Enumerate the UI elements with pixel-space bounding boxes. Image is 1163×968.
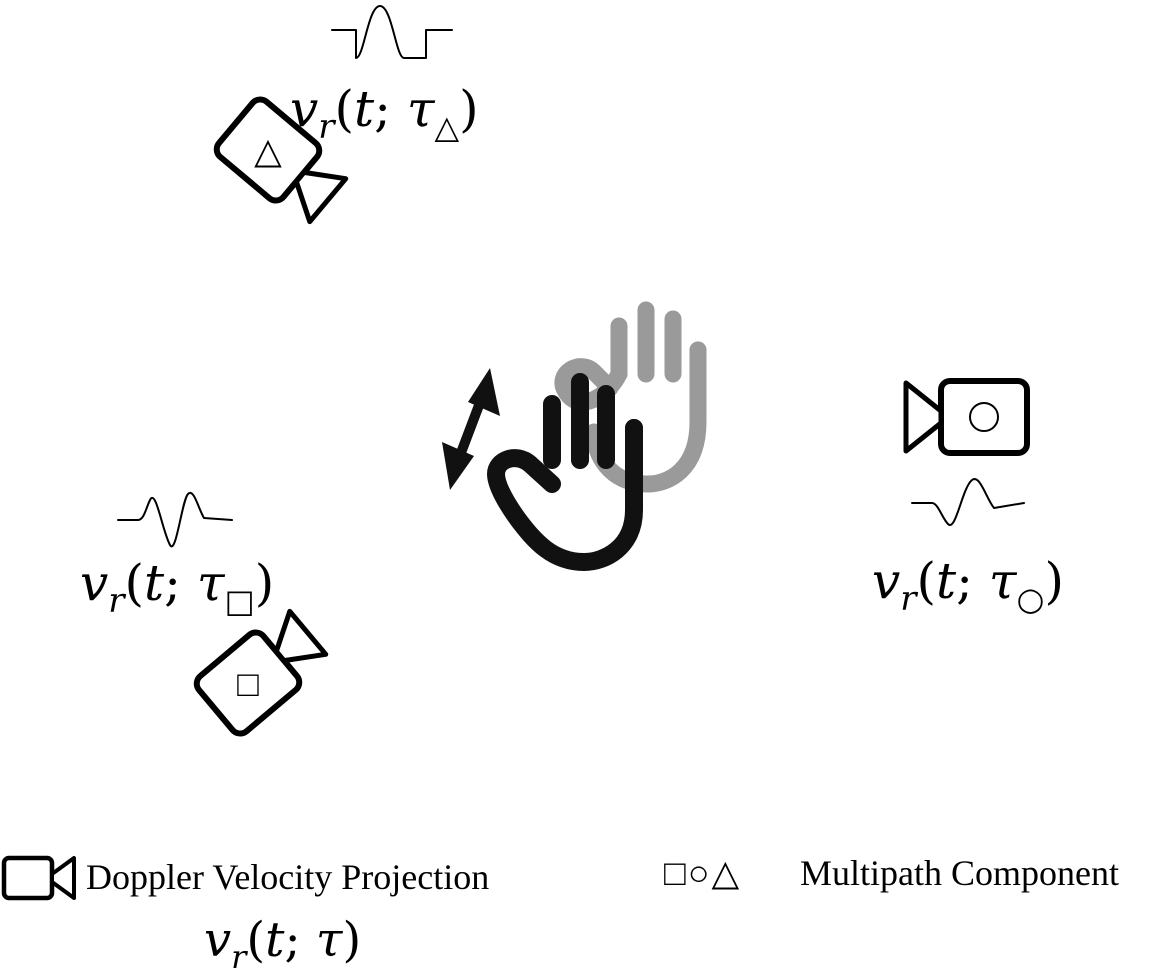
- hand-gesture: [442, 301, 707, 571]
- velocity-label-square: vr(t; τ□): [80, 554, 274, 621]
- receiver-circle: vr(t; τ○): [872, 378, 1064, 619]
- velocity-label-triangle: vr(t; τ△): [290, 80, 479, 147]
- legend-camera-label: Doppler Velocity Projection: [86, 857, 489, 897]
- camera-icon-circle: [903, 378, 1030, 456]
- legend-multipath-label: Multipath Component: [800, 853, 1119, 893]
- doppler-waveform-circle: [911, 478, 1025, 526]
- receiver-square: vr(t; τ□) □: [80, 491, 329, 737]
- legend-camera-icon: [1, 855, 76, 901]
- motion-arrow-icon: [442, 368, 500, 490]
- hand-current-icon: [487, 373, 643, 571]
- velocity-label-circle: vr(t; τ○): [872, 552, 1064, 619]
- camera-icon-square: □: [193, 608, 329, 737]
- legend-multipath-symbols: □○△: [664, 853, 741, 893]
- legend-camera-formula: vr(t; τ): [204, 912, 361, 968]
- camera-icon-triangle: △: [213, 96, 349, 225]
- doppler-waveform-triangle: [331, 5, 453, 59]
- doppler-waveform-square: [117, 491, 233, 548]
- legend: Doppler Velocity Projection vr(t; τ) □○△…: [1, 853, 1119, 968]
- multipath-symbol-triangle: △: [254, 131, 282, 171]
- receiver-triangle: vr(t; τ△) △: [213, 5, 479, 225]
- multipath-symbol-square: □: [237, 664, 259, 704]
